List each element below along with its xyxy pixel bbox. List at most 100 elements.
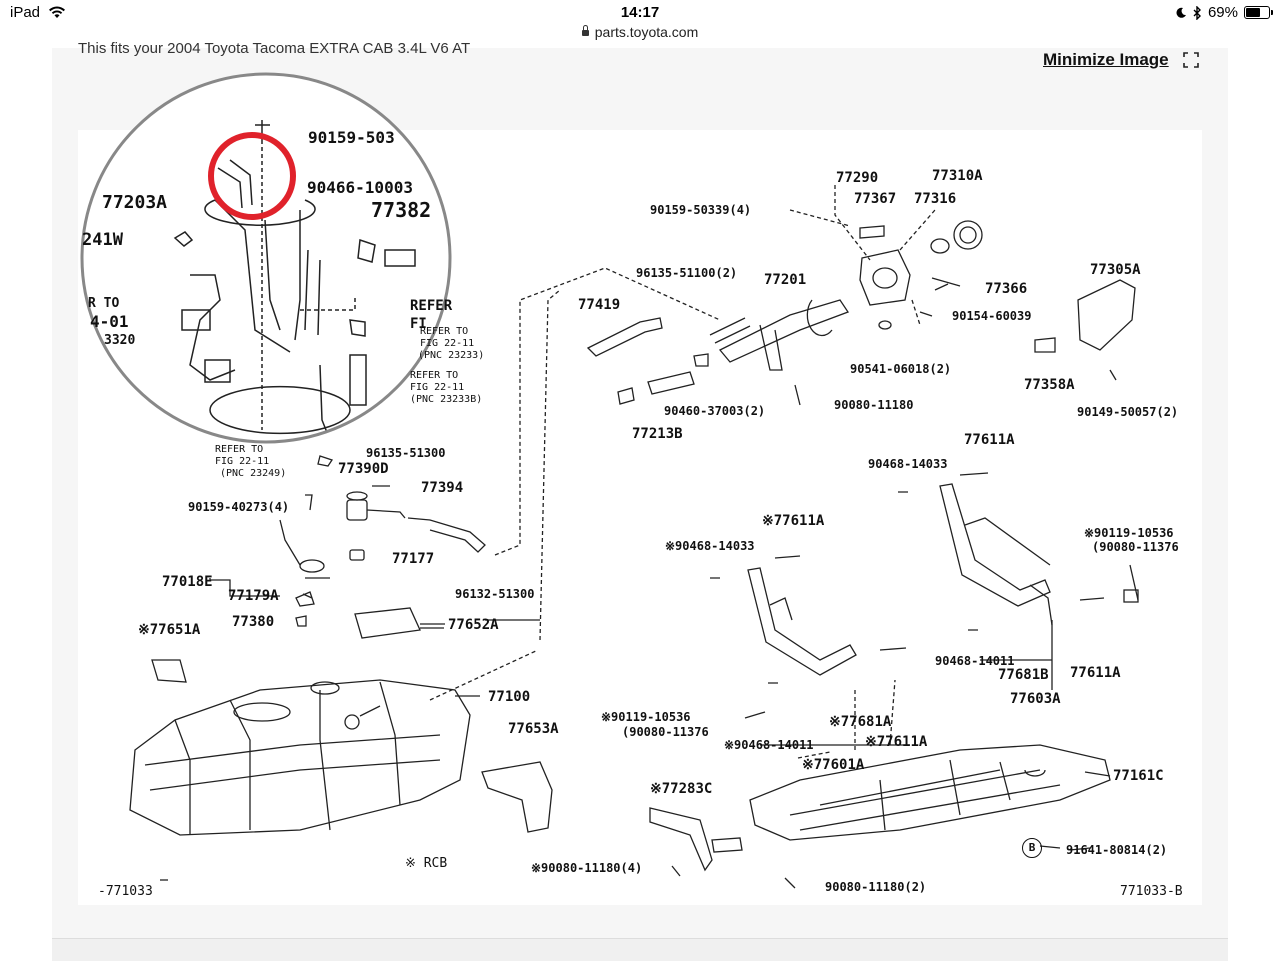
label-90466-10003[interactable]: 90466-10003 xyxy=(307,178,413,197)
url-bar[interactable]: parts.toyota.com xyxy=(0,24,1280,46)
device-name: iPad xyxy=(10,4,41,21)
label-refer-to-a: REFER TO xyxy=(420,326,469,337)
label-90159-503[interactable]: 90159-503 xyxy=(308,128,395,147)
label-96132-51300[interactable]: 96132-51300 xyxy=(455,587,535,601)
label-77601a[interactable]: ※77601A xyxy=(802,757,865,773)
label-fi: FI xyxy=(410,316,427,332)
label-77382[interactable]: 77382 xyxy=(371,198,432,222)
label-77018e[interactable]: 77018E xyxy=(162,574,213,590)
fuel-tank-drawing xyxy=(129,679,471,836)
label-90159-50339[interactable]: 90159-50339(4) xyxy=(650,203,752,217)
label-77419[interactable]: 77419 xyxy=(578,297,621,313)
wifi-icon xyxy=(49,6,66,18)
label-90541-06018[interactable]: 90541-06018(2) xyxy=(850,362,952,376)
label-77611a-top[interactable]: 77611A xyxy=(964,432,1015,448)
filler-pipe-77201 xyxy=(718,299,849,363)
label-90080-11376-b[interactable]: (90080-11376 xyxy=(622,725,709,739)
label-77681b[interactable]: 77681B xyxy=(998,667,1049,683)
label-96135-51300[interactable]: 96135-51300 xyxy=(366,446,446,460)
label-77380[interactable]: 77380 xyxy=(232,614,275,630)
label-77653a[interactable]: 77653A xyxy=(508,721,559,737)
battery-icon xyxy=(1244,6,1273,19)
label-90119-10536-a[interactable]: ※90119-10536 xyxy=(1084,526,1174,540)
label-90468-14011-b[interactable]: ※90468-14011 xyxy=(724,738,814,752)
label-90154-60039[interactable]: 90154-60039 xyxy=(952,309,1032,323)
label-77652a[interactable]: 77652A xyxy=(448,617,499,633)
shield-77653a xyxy=(481,761,553,833)
status-time: 14:17 xyxy=(620,4,660,21)
label-77305a[interactable]: 77305A xyxy=(1090,262,1141,278)
label-77358a[interactable]: 77358A xyxy=(1024,377,1075,393)
label-refer-to-c: REFER TO xyxy=(215,444,264,455)
label-fig-22-11-c: FIG 22-11 xyxy=(215,456,270,467)
moon-icon xyxy=(1176,7,1186,18)
label-90080-11376-a[interactable]: (90080-11376 xyxy=(1092,540,1179,554)
label-b-marker: B xyxy=(1022,838,1042,858)
label-fig-22-11-a: FIG 22-11 xyxy=(420,338,475,349)
fuel-lid-77305a xyxy=(1077,279,1136,351)
lock-icon xyxy=(581,25,589,37)
label-rcb: ※ RCB xyxy=(405,856,448,871)
label-90119-10536-b[interactable]: ※90119-10536 xyxy=(601,710,691,724)
label-77394[interactable]: 77394 xyxy=(421,480,464,496)
label-91641-80814[interactable]: 91641-80814(2) xyxy=(1066,843,1168,857)
tank-band-77601a xyxy=(747,567,857,676)
bottom-bar xyxy=(52,938,1228,961)
label-77203a[interactable]: 77203A xyxy=(102,192,168,213)
label-90468-14011-a[interactable]: 90468-14011 xyxy=(935,654,1015,668)
label-refer: REFER xyxy=(410,298,453,314)
label-90460-37003[interactable]: 90460-37003(2) xyxy=(664,404,766,418)
label-pnc-23249: (PNC 23249) xyxy=(220,468,287,479)
ios-status-bar: iPad 14:17 69% xyxy=(0,0,1280,26)
label-77367[interactable]: 77367 xyxy=(854,191,897,207)
label-3320: 3320 xyxy=(104,333,136,348)
label-77290[interactable]: 77290 xyxy=(836,170,879,186)
pad-77652a xyxy=(354,607,421,639)
label-77611a-mid[interactable]: ※77611A xyxy=(762,513,825,529)
label-77310a[interactable]: 77310A xyxy=(932,168,983,184)
label-77177[interactable]: 77177 xyxy=(392,551,435,567)
label-90468-14033-b[interactable]: ※90468-14033 xyxy=(665,539,755,553)
battery-fill xyxy=(1246,8,1260,17)
expand-icon[interactable] xyxy=(1183,52,1199,68)
label-77161c[interactable]: 77161C xyxy=(1113,768,1164,784)
url-domain: parts.toyota.com xyxy=(594,24,699,40)
label-90149-50057[interactable]: 90149-50057(2) xyxy=(1077,405,1179,419)
bluetooth-icon xyxy=(1193,5,1201,20)
label-4-01: 4-01 xyxy=(90,312,129,331)
pad-77651a xyxy=(151,659,187,683)
label-77611a-b[interactable]: ※77611A xyxy=(865,734,928,750)
label-77681a[interactable]: ※77681A xyxy=(829,714,892,730)
label-fig-22-11-b: FIG 22-11 xyxy=(410,382,465,393)
label-96135-51100[interactable]: 96135-51100(2) xyxy=(636,266,738,280)
label-77213b[interactable]: 77213B xyxy=(632,426,683,442)
vehicle-fit-text: This fits your 2004 Toyota Tacoma EXTRA … xyxy=(78,40,471,57)
label-77611a-r[interactable]: 77611A xyxy=(1070,665,1121,681)
tank-band-77603a xyxy=(939,483,1051,607)
label-77316[interactable]: 77316 xyxy=(914,191,957,207)
skid-plate-77161c xyxy=(749,744,1111,841)
label-241w[interactable]: 241W xyxy=(82,230,123,250)
label-77283c[interactable]: ※77283C xyxy=(650,781,713,797)
label-77390d[interactable]: 77390D xyxy=(338,461,389,477)
label-pnc-23233b: (PNC 23233B) xyxy=(410,394,483,405)
highlight-circle xyxy=(208,132,296,220)
label-90080-11180-c[interactable]: 90080-11180(2) xyxy=(825,880,927,894)
label-77651a[interactable]: ※77651A xyxy=(138,622,201,638)
label-77179a[interactable]: 77179A xyxy=(228,588,279,604)
status-left: iPad xyxy=(10,4,66,21)
label-77201[interactable]: 77201 xyxy=(764,272,807,288)
label-90080-11180-a[interactable]: 90080-11180 xyxy=(834,398,914,412)
label-90080-11180-b[interactable]: ※90080-11180(4) xyxy=(531,861,643,875)
label-771033-b: 771033-B xyxy=(1120,884,1183,899)
bracket-77283c xyxy=(649,807,713,872)
minimize-image-link[interactable]: Minimize Image xyxy=(1043,50,1169,69)
battery-percent: 69% xyxy=(1207,4,1238,21)
label-77366[interactable]: 77366 xyxy=(985,281,1028,297)
label-90468-14033-a[interactable]: 90468-14033 xyxy=(868,457,948,471)
label-77603a[interactable]: 77603A xyxy=(1010,691,1061,707)
label-90159-40273[interactable]: 90159-40273(4) xyxy=(188,500,290,514)
label-77100[interactable]: 77100 xyxy=(488,689,531,705)
